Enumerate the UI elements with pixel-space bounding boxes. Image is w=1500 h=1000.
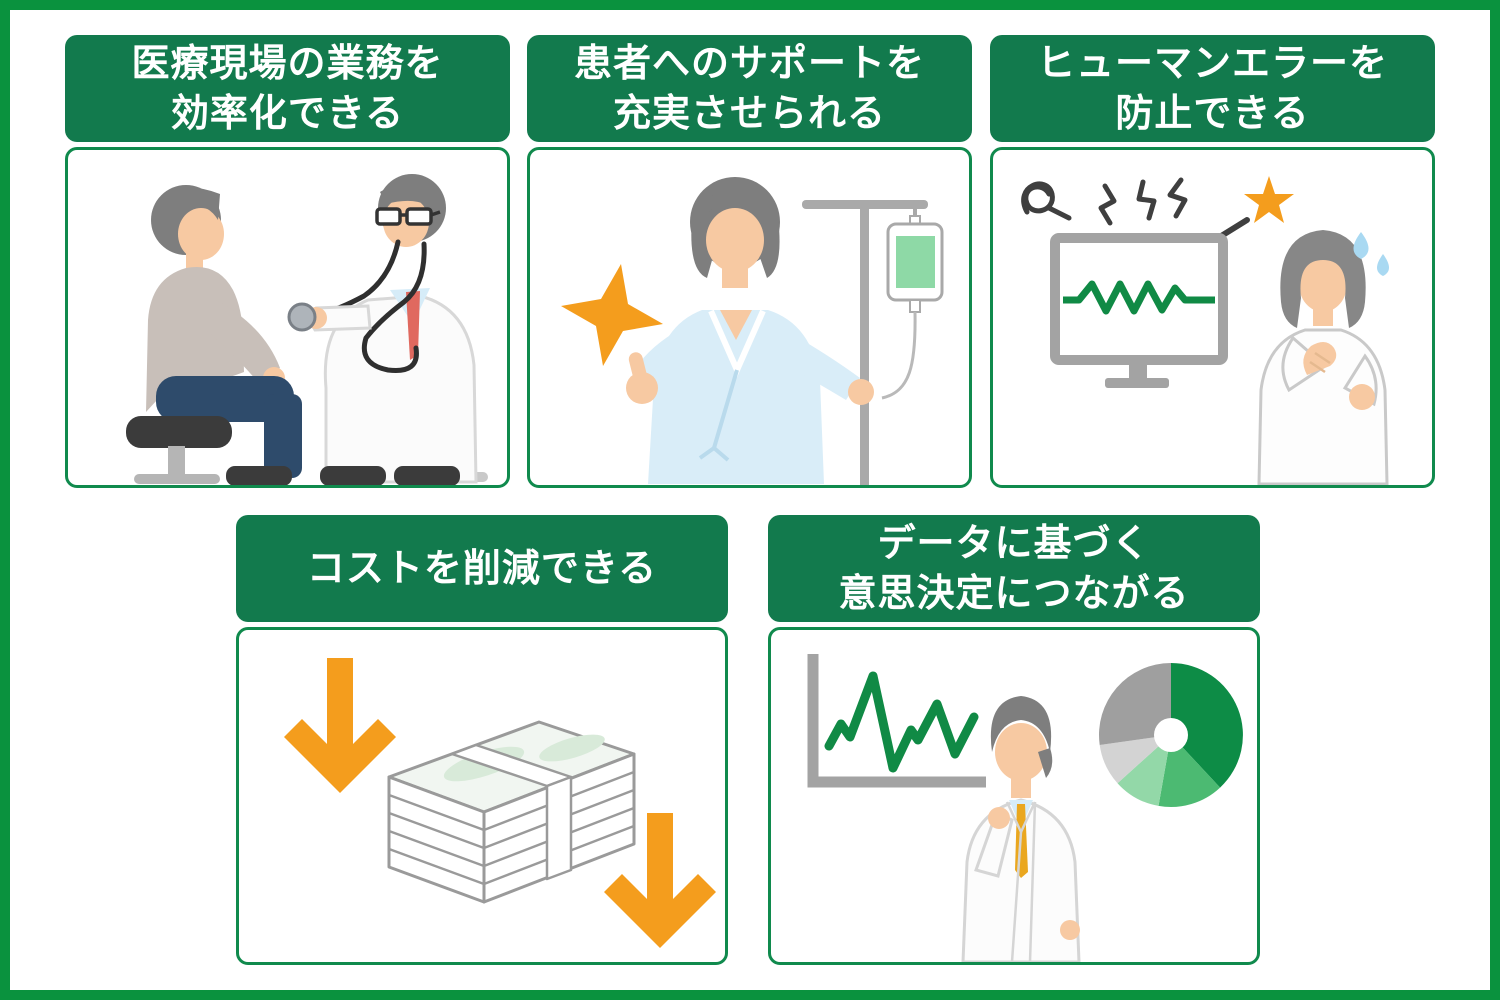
doctor-examining-patient-illustration [126, 174, 488, 485]
card-title: ヒューマンエラーを 防止できる [990, 35, 1435, 142]
card-title-line: ヒューマンエラーを [1036, 42, 1388, 85]
card-title-line: 充実させられる [612, 92, 886, 135]
glasses-icon [375, 207, 441, 226]
card-efficiency: 医療現場の業務を 効率化できる [65, 35, 510, 488]
star-icon [1244, 176, 1294, 223]
cost-reduction-illustration [284, 658, 716, 948]
line-chart-icon [807, 654, 986, 788]
error-scribble-icon [1021, 181, 1072, 221]
down-arrow-icon [604, 813, 716, 948]
doctor-figure [287, 174, 488, 485]
card-title-line: 医療現場の業務を [131, 42, 444, 85]
money-stack-icon [387, 720, 636, 904]
patient-figure [126, 185, 302, 485]
card-title: データに基づく 意思決定につながる [768, 515, 1260, 622]
iv-bag-icon [881, 215, 944, 400]
monitor-error-illustration [1021, 176, 1389, 485]
card-support: 患者へのサポートを 充実させられる [527, 35, 972, 488]
card-data: データに基づく 意思決定につながる [768, 515, 1260, 965]
card-title-line: 患者へのサポートを [573, 42, 925, 85]
card-title: コストを削減できる [236, 515, 728, 622]
patient-thumbs-up-illustration [561, 177, 944, 485]
card-error: ヒューマンエラーを 防止できる [990, 35, 1435, 488]
doctor-bust-figure [961, 696, 1081, 962]
card-title-line: データに基づく [877, 522, 1151, 565]
card-title-line: コストを削減できる [306, 547, 658, 590]
card-cost: コストを削減できる [236, 515, 728, 965]
data-decision-illustration [807, 654, 1243, 962]
lightning-squiggles-icon [1098, 177, 1250, 241]
card-title: 患者へのサポートを 充実させられる [527, 35, 972, 142]
sweat-drops-icon [1353, 232, 1389, 276]
patient-figure [626, 177, 874, 484]
card-title-line: 効率化できる [170, 92, 405, 135]
card-title-line: 防止できる [1115, 92, 1310, 135]
worried-nurse-figure [1257, 230, 1389, 485]
card-title-line: 意思決定につながる [838, 572, 1190, 615]
pie-chart-icon [1099, 663, 1243, 807]
emphasis-starburst-icon [561, 264, 663, 366]
card-title: 医療現場の業務を 効率化できる [65, 35, 510, 142]
heart-monitor-icon [1050, 233, 1228, 388]
stool [126, 416, 232, 484]
down-arrow-icon [284, 658, 396, 793]
iv-stand-icon [802, 200, 944, 485]
thumbs-up-icon [626, 328, 698, 404]
